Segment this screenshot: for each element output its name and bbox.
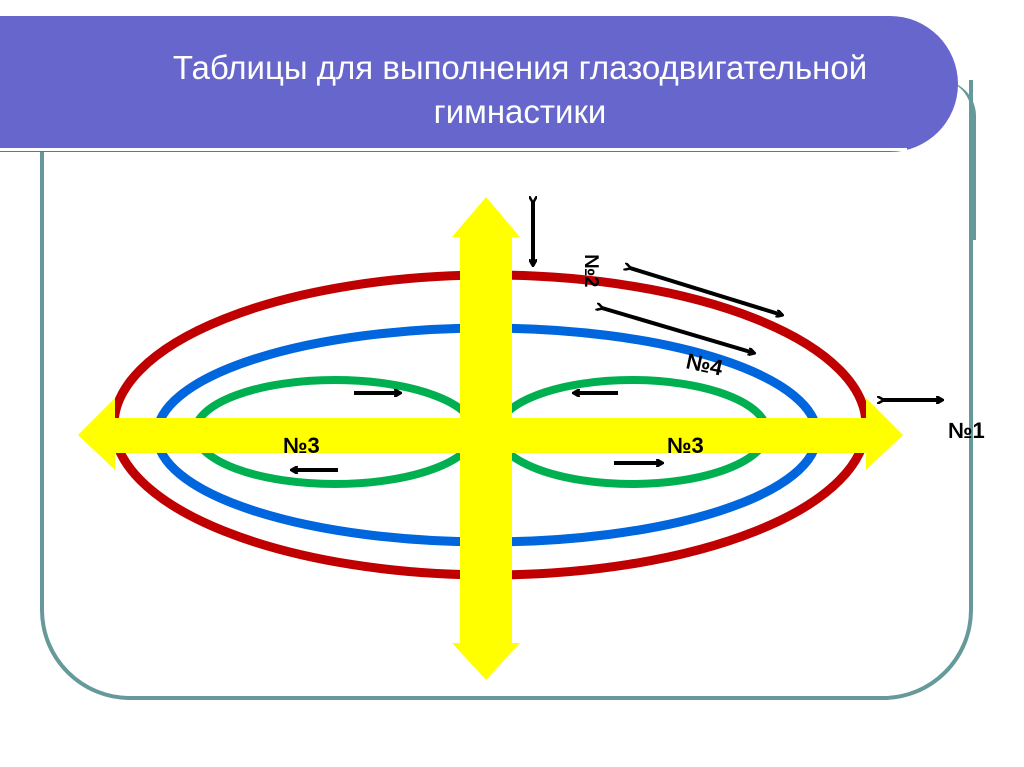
label-n1: №1 [948,418,985,443]
direction-arrows [292,202,942,470]
label-n3-right: №3 [667,433,704,458]
title-banner [0,16,958,152]
title-line-1: Таблицы для выполнения глазодвигательной [172,49,868,86]
label-n2: №2 [580,254,602,288]
title-underline [0,148,907,151]
diagonal-double-arrow-2-icon [602,308,754,353]
title-line-2: гимнастики [433,93,607,130]
slide-title: Таблицы для выполнения глазодвигательной… [60,46,980,134]
slide-frame-corner [940,80,976,240]
slide-frame [40,80,973,700]
label-n3-left: №3 [283,433,320,458]
cross-arrows [78,197,903,680]
